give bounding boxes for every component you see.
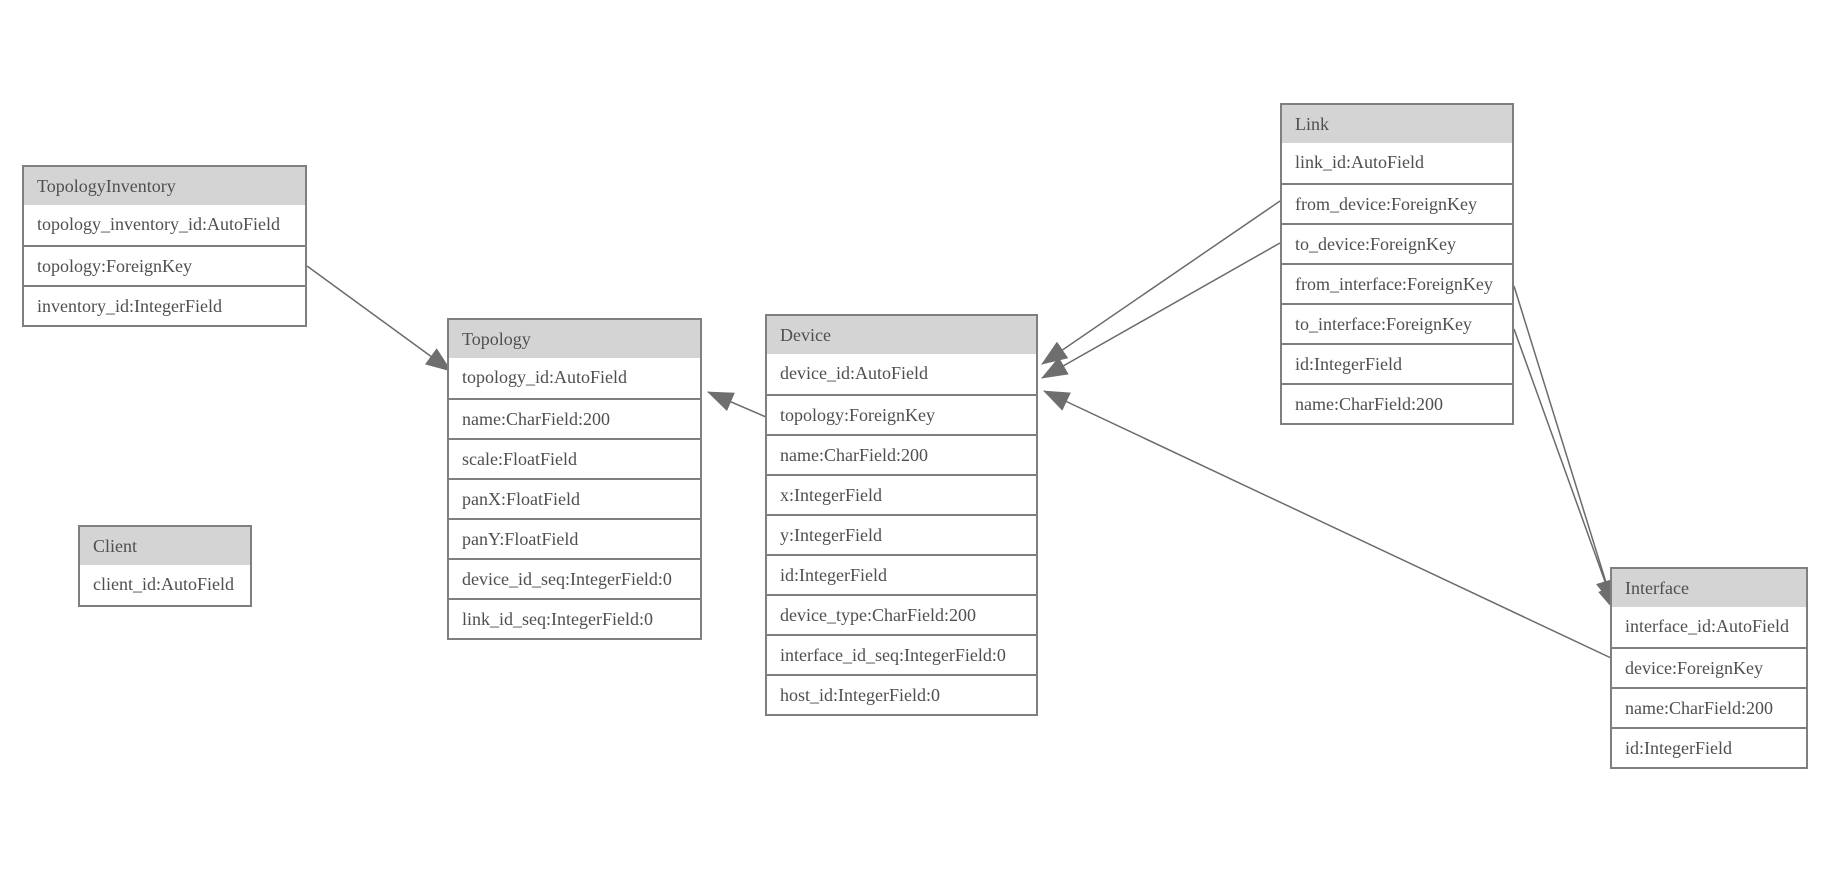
edge-link-to_device-to-device [1041,242,1281,379]
field-row: panX:FloatField [449,478,700,518]
field-row: interface_id_seq:IntegerField:0 [767,634,1036,674]
edge-topologyinventory-topology-to-topology [306,265,452,372]
field-row: id:IntegerField [1612,727,1806,767]
entity-header: TopologyInventory [24,167,305,205]
field-row: link_id_seq:IntegerField:0 [449,598,700,638]
field-row: name:CharField:200 [449,398,700,438]
field-row: y:IntegerField [767,514,1036,554]
entity-interface: Interface interface_id:AutoField device:… [1610,567,1808,769]
field-row: from_interface:ForeignKey [1282,263,1512,303]
field-row: topology_inventory_id:AutoField [24,205,305,245]
entity-header: Link [1282,105,1512,143]
field-row: id:IntegerField [767,554,1036,594]
field-row: scale:FloatField [449,438,700,478]
entity-topology-inventory: TopologyInventory topology_inventory_id:… [22,165,307,327]
field-row: device_id_seq:IntegerField:0 [449,558,700,598]
field-row: panY:FloatField [449,518,700,558]
field-row: topology:ForeignKey [767,394,1036,434]
field-row: from_device:ForeignKey [1282,183,1512,223]
field-row: client_id:AutoField [80,565,250,605]
field-row: name:CharField:200 [1612,687,1806,727]
field-row: inventory_id:IntegerField [24,285,305,325]
entity-header: Interface [1612,569,1806,607]
field-row: host_id:IntegerField:0 [767,674,1036,714]
field-row: topology:ForeignKey [24,245,305,285]
field-row: x:IntegerField [767,474,1036,514]
entity-device: Device device_id:AutoField topology:Fore… [765,314,1038,716]
entity-header: Topology [449,320,700,358]
entity-link: Link link_id:AutoField from_device:Forei… [1280,103,1514,425]
edge-link-from_interface-to-interface [1513,285,1616,606]
field-row: device:ForeignKey [1612,647,1806,687]
entity-header: Device [767,316,1036,354]
field-row: to_device:ForeignKey [1282,223,1512,263]
field-row: device_id:AutoField [767,354,1036,394]
edge-device-topology-to-topology [707,391,767,418]
field-row: id:IntegerField [1282,343,1512,383]
edge-link-from_device-to-device [1041,200,1281,365]
entity-client: Client client_id:AutoField [78,525,252,607]
edge-link-to_interface-to-interface [1513,328,1617,613]
field-row: interface_id:AutoField [1612,607,1806,647]
edge-interface-device-to-device [1043,390,1612,659]
field-row: name:CharField:200 [1282,383,1512,423]
field-row: device_type:CharField:200 [767,594,1036,634]
field-row: name:CharField:200 [767,434,1036,474]
field-row: topology_id:AutoField [449,358,700,398]
field-row: link_id:AutoField [1282,143,1512,183]
entity-topology: Topology topology_id:AutoField name:Char… [447,318,702,640]
field-row: to_interface:ForeignKey [1282,303,1512,343]
entity-header: Client [80,527,250,565]
